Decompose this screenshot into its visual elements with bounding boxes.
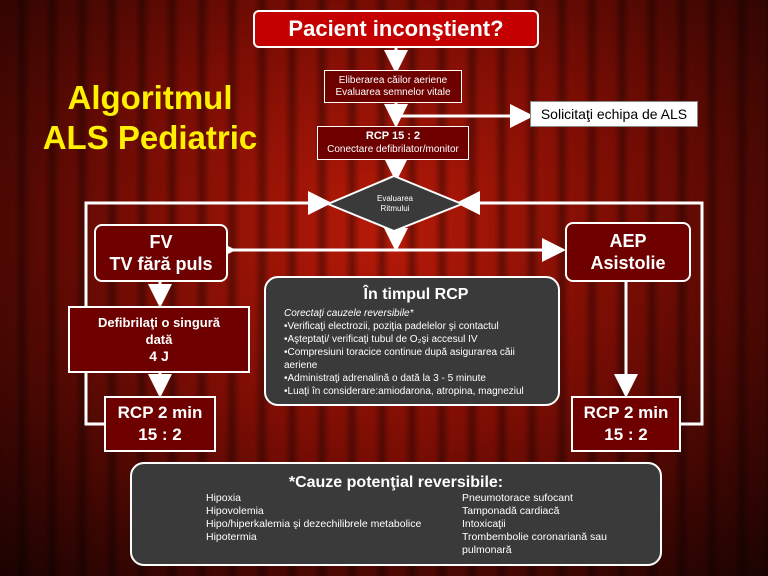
during-item: •Aşteptaţi/ verificaţi tubul de O₂şi acc… — [284, 334, 478, 345]
during-item: •Luaţi în considerare:amiodarona, atropi… — [284, 386, 524, 397]
during-title: În timpul RCP — [363, 286, 469, 303]
cause-item: Hipoxia — [206, 492, 242, 504]
rhythm-diamond — [325, 174, 465, 233]
als-team-box: Solicitaţi echipa de ALS — [530, 101, 698, 127]
cause-item: Pneumotorace sufocant — [462, 492, 573, 504]
cause-item: Tamponadă cardiacă — [462, 505, 560, 517]
causes-title: *Cauze potenţial reversibile: — [288, 474, 504, 491]
causes-box: *Cauze potenţial reversibile: — [130, 462, 662, 566]
cause-item: Hipotermia — [206, 531, 257, 543]
cause-item: Hipo/hiperkalemia şi dezechilibrele meta… — [206, 518, 422, 530]
during-item: •Administraţi adrenalină o dată la 3 - 5… — [284, 373, 486, 384]
causes-left-list: Hipoxia Hipovolemia Hipo/hiperkalemia şi… — [206, 492, 446, 544]
algorithm-title: Algoritmul ALS Pediatric — [42, 79, 258, 156]
during-item: •Verificaţi electrozii, poziţia padelelo… — [284, 321, 499, 332]
cause-item: Trombembolie coronariană sau pulmonară — [462, 531, 607, 556]
during-subtitle: Corectaţi cauzele reversibile* — [284, 308, 414, 319]
loop-right — [456, 191, 704, 426]
start-box: Pacient inconştient? — [253, 10, 539, 48]
cause-item: Intoxicaţii — [462, 518, 506, 530]
during-cpr-box: În timpul RCP Corectaţi cauzele reversib… — [264, 276, 560, 406]
causes-right-list: Pneumotorace sufocant Tamponadă cardiacă… — [462, 492, 632, 557]
cause-item: Hipovolemia — [206, 505, 264, 517]
during-item: •Compresiuni toracice continue după asig… — [284, 347, 515, 371]
